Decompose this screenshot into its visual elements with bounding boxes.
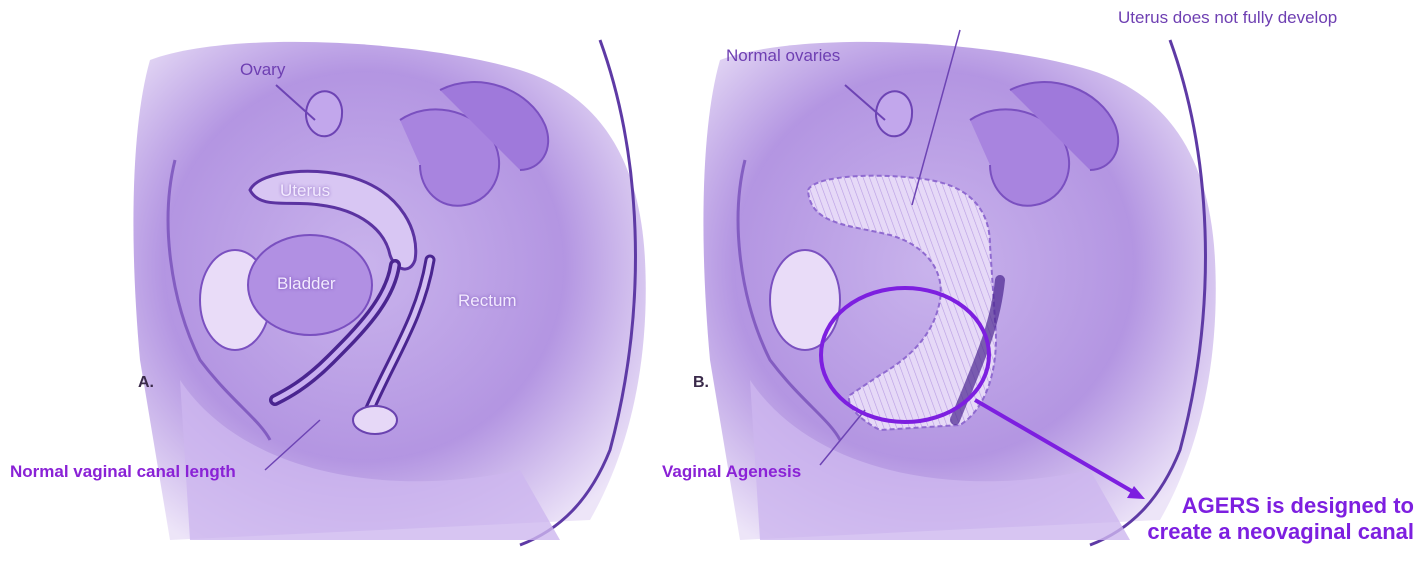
label-ovary: Ovary [240,60,285,80]
label-rectum: Rectum [458,291,517,311]
panel-a-letter: A. [138,374,154,392]
caption-vaginal-agenesis: Vaginal Agenesis [662,462,801,482]
label-bladder: Bladder [277,274,336,294]
label-uterus: Uterus [280,181,330,201]
label-normal-ovaries: Normal ovaries [726,46,840,66]
caption-normal-vaginal-canal: Normal vaginal canal length [10,462,236,482]
label-uterus-underdeveloped: Uterus does not fully develop [1118,8,1337,28]
agers-callout: AGERS is designed to create a neovaginal… [1114,493,1414,545]
panel-b-letter: B. [693,374,709,392]
